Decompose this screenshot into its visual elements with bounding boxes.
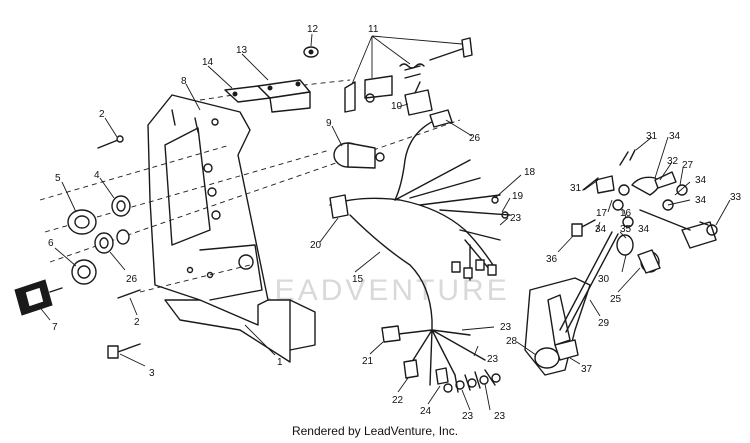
callout-5: 5 — [55, 173, 61, 184]
callout-3: 3 — [149, 368, 155, 379]
harness-connectors — [329, 109, 509, 393]
switch-bracket — [224, 79, 311, 113]
main-bracket-plate — [147, 94, 269, 326]
callout-26: 26 — [126, 274, 138, 285]
callout-12: 12 — [307, 24, 319, 35]
callout-23: 23 — [462, 411, 474, 422]
callout-34: 34 — [638, 224, 650, 235]
callout-29: 29 — [598, 318, 610, 329]
callout-9: 9 — [326, 118, 332, 129]
callout-23: 23 — [487, 354, 499, 365]
callout-30: 30 — [598, 274, 610, 285]
callout-20: 20 — [310, 240, 322, 251]
callout-11: 11 — [368, 24, 379, 35]
callout-27: 27 — [682, 160, 694, 171]
callout-34: 34 — [695, 195, 707, 206]
callout-10: 10 — [391, 101, 403, 112]
callout-8: 8 — [181, 76, 187, 87]
watermark: LEADVENTURE — [255, 274, 510, 307]
callout-32: 32 — [667, 156, 679, 167]
nut — [303, 46, 319, 58]
callout-23: 23 — [500, 322, 512, 333]
callout-31: 31 — [646, 131, 658, 142]
callout-1: 1 — [277, 357, 283, 368]
callout-22: 22 — [392, 395, 404, 406]
callout-15: 15 — [352, 274, 364, 285]
footer-credit: Rendered by LeadVenture, Inc. — [291, 424, 459, 438]
ignition-key — [14, 279, 63, 316]
callout-4: 4 — [94, 170, 100, 181]
callout-34: 34 — [595, 224, 607, 235]
left-hardware — [67, 135, 141, 359]
callout-25: 25 — [610, 294, 622, 305]
callout-18: 18 — [524, 167, 536, 178]
throttle-assembly — [524, 231, 619, 376]
throttle-hardware — [571, 149, 718, 274]
callout-6: 6 — [48, 238, 54, 249]
switch-assembly — [344, 37, 473, 113]
solenoid — [333, 142, 385, 169]
callout-34: 34 — [669, 131, 681, 142]
callout-28: 28 — [506, 336, 518, 347]
callout-33: 33 — [730, 192, 742, 203]
callout-2: 2 — [99, 109, 105, 120]
callout-26: 26 — [469, 133, 481, 144]
callout-23: 23 — [494, 411, 506, 422]
callout-16: 16 — [620, 208, 632, 219]
callout-23: 23 — [510, 213, 522, 224]
callout-19: 19 — [512, 191, 524, 202]
callout-24: 24 — [420, 406, 432, 417]
callout-2: 2 — [134, 317, 140, 328]
callout-36: 36 — [546, 254, 558, 265]
callout-37: 37 — [581, 364, 593, 375]
callout-21: 21 — [362, 356, 374, 367]
toggle-switch — [404, 81, 433, 116]
callout-34: 34 — [695, 175, 707, 186]
callout-14: 14 — [202, 57, 214, 68]
callout-13: 13 — [236, 45, 248, 56]
mounting-plate-back — [164, 299, 316, 363]
callout-labels: 12 11 13 14 8 2 10 9 26 5 4 18 19 23 20 … — [48, 24, 742, 422]
leader-lines — [37, 33, 731, 411]
callout-35: 35 — [620, 224, 632, 235]
callout-17: 17 — [596, 208, 608, 219]
callout-31: 31 — [570, 183, 582, 194]
callout-7: 7 — [52, 322, 58, 333]
